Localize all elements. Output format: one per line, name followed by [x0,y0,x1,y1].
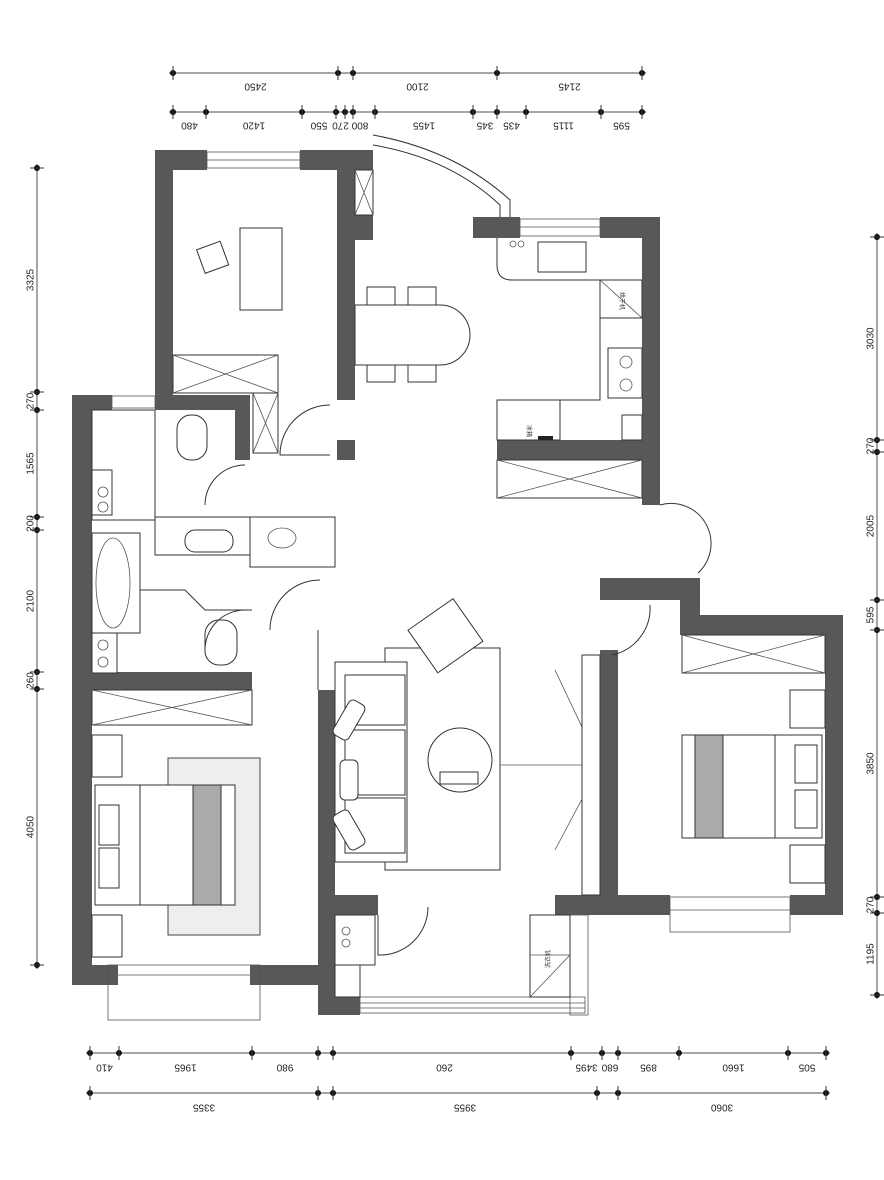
kitchen-appliance-label: 烘干机 [618,292,626,310]
armchair [407,597,484,674]
dimension-label: 3355 [192,1101,215,1112]
dimension-label: 270 [26,392,37,409]
dimension-label: 260 [436,1061,453,1072]
dimension-label: 550 [310,119,327,130]
dimension-label: 3060 [710,1101,733,1112]
washer-label: 洗衣机 [544,950,552,968]
stove [607,347,643,399]
dimension-label: 270 [866,896,877,913]
dimension-label: 595 [866,606,877,623]
dimension-label: 2100 [26,589,37,612]
dimension-label: 2100 [406,80,429,91]
bathtub [95,537,131,629]
dining-table [354,304,471,366]
dimension-label: 2145 [558,80,581,91]
dimension-label: 1565 [26,452,37,475]
dimension-label: 3030 [866,327,877,350]
dimension-label: 3325 [26,268,37,291]
dimension-label: 260 [26,672,37,689]
study-chair [195,240,230,274]
dimension-label: 1420 [242,119,265,130]
dimension-label: 2450 [244,80,267,91]
dimension-label: 3850 [866,752,877,775]
dimension-label: 3955 [453,1101,476,1112]
kitchen-sink [537,241,587,273]
dimension-label: 680 [601,1061,618,1072]
study-desk [239,227,283,311]
fridge [496,399,561,441]
dimension-label: 595 [613,119,630,130]
dimension-label: 505 [798,1061,815,1072]
dimension-label: 345 [476,119,493,130]
dimension-label: 980 [276,1061,293,1072]
washbasin-counter [249,516,336,568]
dimension-label: 4050 [26,815,37,838]
walls [72,150,843,1015]
dimension-label: 1455 [412,119,435,130]
dimension-label: 200 [26,515,37,532]
dimension-label: 1195 [866,943,877,965]
dimension-label: 410 [96,1061,113,1072]
dimension-label: 3495 [575,1061,598,1072]
dimension-label: 435 [503,119,520,130]
dimension-label: 800 [351,119,368,130]
dimension-label: 2005 [866,514,877,537]
dimension-label: 480 [181,119,198,130]
dimension-label: 1965 [174,1061,197,1072]
furniture: 冰箱 烘干机 [91,169,826,998]
fridge-label: 冰箱 [525,425,533,437]
dimension-label: 895 [640,1061,657,1072]
dimension-label: 1115 [553,119,574,130]
toilet [204,619,238,666]
dimension-label: 1660 [722,1061,745,1072]
dimension-label: 270 [866,437,877,454]
toilet [176,414,208,461]
dimension-label: 270 [332,119,349,130]
